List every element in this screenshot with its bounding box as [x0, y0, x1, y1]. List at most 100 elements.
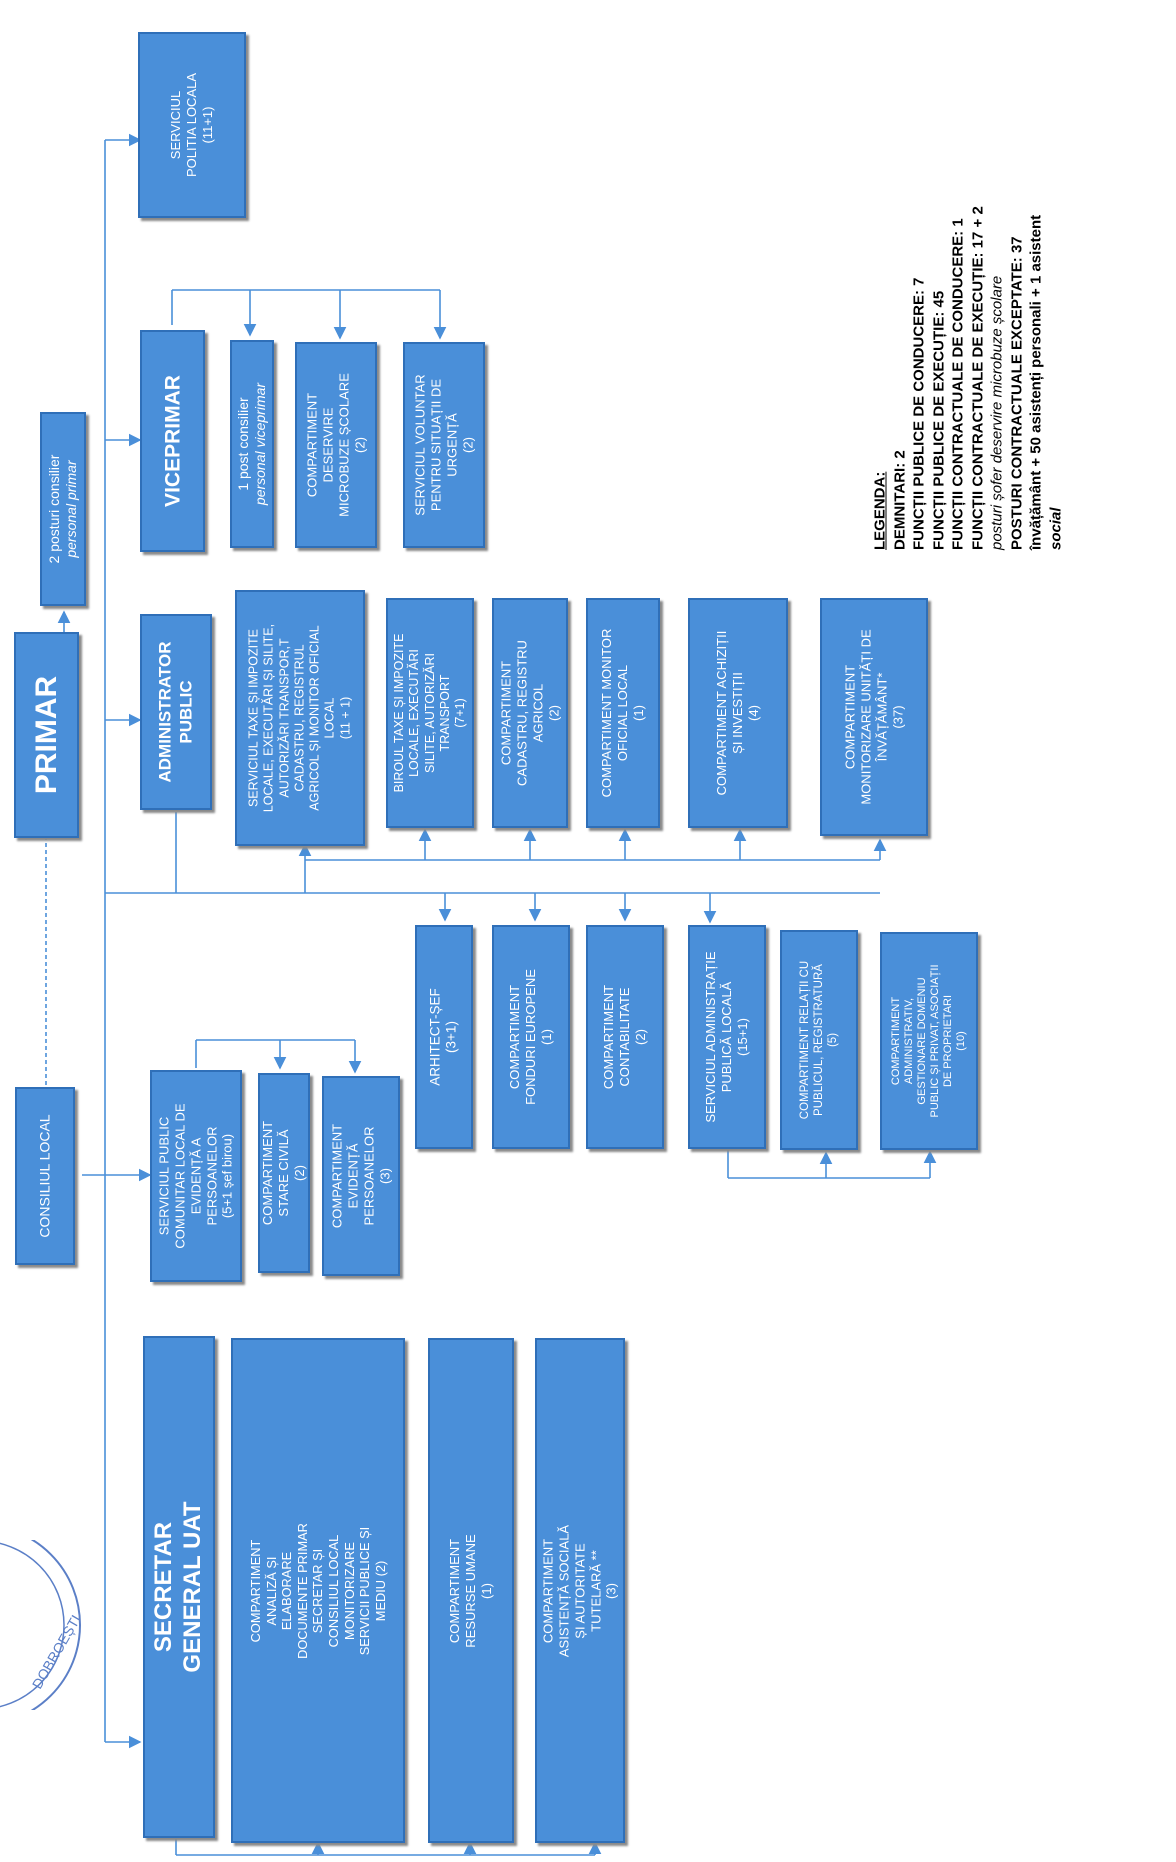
relatii-line: (5) [827, 1032, 840, 1048]
biroul-taxe-line: BIROUL TAXE ȘI IMPOZITE [391, 633, 406, 793]
analiza-line: MONITORIZARE [341, 1541, 357, 1640]
administrativ-line: ADMINISTRATIV, [903, 997, 916, 1085]
administrator-title-line: ADMINISTRATOR [155, 641, 175, 783]
asistenta-line: COMPARTIMENT [540, 1538, 556, 1643]
fonduri-line: (1) [538, 1029, 554, 1045]
secretar-general-box: SECRETAR GENERAL UAT [143, 1336, 215, 1838]
biroul-taxe-line: TRANSPORT [437, 674, 452, 752]
primar-box: PRIMAR [14, 632, 79, 838]
resurse-line: COMPARTIMENT [447, 1538, 463, 1643]
cadastru-line: CADASTRU, REGISTRU [514, 640, 530, 786]
legend-line: social [1047, 507, 1064, 550]
monitor-line: COMPARTIMENT MONITOR [599, 628, 615, 798]
consilier-primar-box: 2 posturi consilier personal primar [40, 412, 86, 606]
monitorizare-inv-line: (37) [889, 705, 905, 729]
spclep-line: EVIDENȚĂ A [188, 1137, 204, 1215]
asistenta-line: TUTELARĂ ** [587, 1549, 603, 1632]
politia-line: (11+1) [199, 106, 215, 144]
monitorizare-inv-line: COMPARTIMENT [842, 664, 858, 770]
voluntar-line: (2) [459, 437, 475, 453]
serviciul-taxe-line: (11 + 1) [338, 696, 353, 740]
analiza-line: ANALIZĂ ȘI [263, 1556, 279, 1625]
serviciul-taxe-line: CADASTRU, REGISTRUL [292, 644, 307, 792]
contabilitate-line: (2) [632, 1029, 648, 1045]
viceprimar-label: VICEPRIMAR [160, 375, 184, 507]
evidenta-line: COMPARTIMENT [329, 1123, 345, 1229]
politia-line: SERVICIUL [168, 90, 184, 160]
analiza-line: ELABORARE [278, 1551, 294, 1630]
microbuze-line: DESERVIRE [320, 407, 336, 483]
contabilitate-line: COMPARTIMENT [601, 984, 617, 1090]
serviciul-taxe-box: SERVICIUL TAXE ȘI IMPOZITE LOCALE, EXECU… [235, 590, 365, 846]
primar-label: PRIMAR [29, 675, 63, 795]
monitor-line: (1) [630, 705, 646, 721]
contabilitate-box: COMPARTIMENT CONTABILITATE (2) [586, 925, 664, 1149]
achizitii-line: COMPARTIMENT ACHIZIȚII [714, 630, 730, 796]
resurse-line: (1) [478, 1582, 494, 1599]
admin-publica-line: SERVICIUL ADMINISTRAȚIE [703, 951, 719, 1123]
administrativ-line: COMPARTIMENT [890, 996, 903, 1086]
spclep-line: (5+1 șef birou) [219, 1133, 235, 1219]
cadastru-line: COMPARTIMENT [498, 660, 514, 766]
microbuze-box: COMPARTIMENT DESERVIRE MICROBUZE ȘCOLARE… [295, 342, 377, 548]
biroul-taxe-line: SILITE, AUTORIZĂRI [422, 653, 437, 773]
administrativ-line: PUBLIC ȘI PRIVAT, ASOCIAȚII [929, 964, 941, 1118]
asistenta-line: ȘI AUTORITATE [572, 1542, 588, 1639]
consilier-viceprimar-line: personal viceprimar [252, 382, 268, 506]
secretar-title-line: SECRETAR [150, 1521, 178, 1653]
fonduri-line: FONDURI EUROPENE [523, 969, 539, 1105]
analiza-elaborare-box: COMPARTIMENT ANALIZĂ ȘI ELABORARE DOCUME… [231, 1338, 405, 1843]
politia-line: POLITIA LOCALA [184, 72, 200, 178]
voluntar-line: URGENȚĂ [444, 413, 459, 477]
consilier-primar-line1: 2 posturi consilier [45, 454, 62, 564]
legend: LEGENDA: DEMNITARI: 2 FUNCȚII PUBLICE DE… [788, 0, 1148, 560]
monitor-oficial-box: COMPARTIMENT MONITOR OFICIAL LOCAL (1) [586, 598, 660, 828]
cadastru-box: COMPARTIMENT CADASTRU, REGISTRU AGRICOL … [492, 598, 568, 828]
microbuze-line: (2) [351, 437, 367, 453]
relatii-line: PUBLICUL, REGISTRATURĂ [812, 964, 825, 1116]
admin-publica-line: (15+1) [734, 1018, 750, 1056]
serviciul-taxe-line: AUTORIZĂRI TRANSPOR,T [277, 638, 292, 798]
administrativ-line: (10) [954, 1031, 967, 1051]
evidenta-persoanelor-box: COMPARTIMENT EVIDENȚĂ PERSOANELOR (3) [322, 1076, 400, 1276]
stare-civila-box: COMPARTIMENT STARE CIVILĂ (2) [258, 1073, 310, 1273]
administrativ-box: COMPARTIMENT ADMINISTRATIV, GESTIONARE D… [880, 932, 978, 1150]
monitorizare-inv-line: ÎNVĂȚĂMÂNT* [874, 672, 889, 762]
legend-line: FUNCȚII PUBLICE DE EXECUȚIE: 45 [930, 290, 947, 550]
serviciul-taxe-line: LOCAL [322, 697, 337, 739]
relatii-line: COMPARTIMENT RELAȚII CU [798, 960, 811, 1120]
biroul-taxe-line: (7+1) [452, 698, 467, 728]
achizitii-box: COMPARTIMENT ACHIZIȚII ȘI INVESTIȚII (4) [688, 598, 788, 828]
analiza-line: DOCUMENTE PRIMAR [294, 1522, 310, 1659]
consiliul-local-box: CONSILIUL LOCAL [15, 1087, 75, 1265]
arhitect-sef-box: ARHITECT-ȘEF (3+1) [415, 925, 473, 1149]
consiliul-local-label: CONSILIUL LOCAL [36, 1114, 53, 1238]
stare-civila-line: (2) [291, 1165, 307, 1181]
microbuze-line: MICROBUZE ȘCOLARE [336, 373, 351, 517]
spclep-box: SERVICIUL PUBLIC COMUNITAR LOCAL DE EVID… [150, 1070, 242, 1282]
consilier-primar-line2: personal primar [63, 460, 79, 558]
spclep-line: SERVICIUL PUBLIC [156, 1116, 172, 1236]
resurse-umane-box: COMPARTIMENT RESURSE UMANE (1) [428, 1338, 514, 1843]
legend-line: POSTURI CONTRACTUALE EXCEPTATE: 37 [1008, 236, 1025, 550]
asistenta-sociala-box: COMPARTIMENT ASISTENȚĂ SOCIALĂ ȘI AUTORI… [535, 1338, 625, 1843]
stare-civila-line: COMPARTIMENT [260, 1120, 276, 1226]
analiza-line: COMPARTIMENT [247, 1539, 263, 1642]
cadastru-line: (2) [545, 705, 561, 721]
arhitect-line: ARHITECT-ȘEF [427, 988, 443, 1086]
legend-line: posturi șofer deservire microbuze școlar… [988, 275, 1006, 550]
cadastru-line: AGRICOL [530, 683, 545, 743]
monitor-line: OFICIAL LOCAL [615, 664, 631, 762]
biroul-taxe-box: BIROUL TAXE ȘI IMPOZITE LOCALE, EXECUTĂR… [386, 598, 474, 828]
serviciul-taxe-line: LOCALE, EXECUTĂRI ȘI SILITE, [261, 623, 276, 813]
contabilitate-line: CONTABILITATE [617, 987, 633, 1087]
microbuze-line: COMPARTIMENT [304, 392, 320, 498]
achizitii-line: ȘI INVESTIȚII [730, 672, 746, 754]
spclep-line: COMUNITAR LOCAL DE [172, 1103, 188, 1249]
biroul-taxe-line: LOCALE, EXECUTĂRI [407, 649, 422, 777]
fonduri-line: COMPARTIMENT [507, 984, 523, 1090]
viceprimar-box: VICEPRIMAR [140, 330, 205, 552]
asistenta-line: ASISTENȚĂ SOCIALĂ [556, 1524, 572, 1657]
fonduri-europene-box: COMPARTIMENT FONDURI EUROPENE (1) [492, 925, 570, 1149]
